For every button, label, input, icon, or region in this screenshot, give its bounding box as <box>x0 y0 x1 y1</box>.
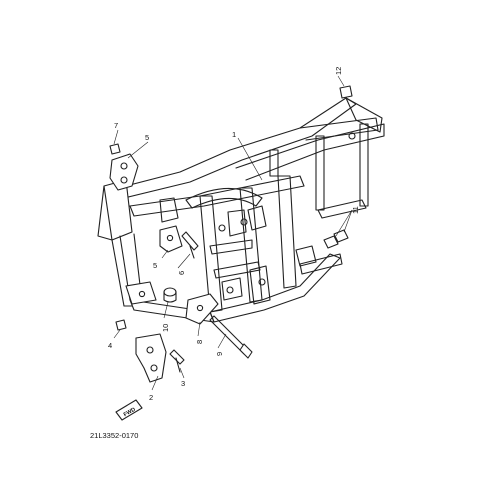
callout-10: 10 <box>161 324 170 332</box>
diagram-code: 21L3352-0170 <box>90 431 138 440</box>
leader-lines <box>113 75 353 391</box>
bolt-9 <box>209 315 253 359</box>
engine-bracket-upper <box>109 153 139 191</box>
engine-mount-bracket <box>125 281 167 383</box>
callout-9: 9 <box>215 352 224 356</box>
nuts-11 <box>323 229 349 249</box>
main-frame <box>97 97 385 323</box>
bolt-6 <box>181 231 199 259</box>
callout-12: 12 <box>334 67 343 75</box>
callout-4: 4 <box>108 341 112 350</box>
callout-5-lower: 5 <box>153 261 157 270</box>
fwd-arrow-icon: FWD <box>115 399 143 421</box>
nut-4 <box>115 319 127 331</box>
bracket-8 <box>185 293 219 325</box>
callout-8: 8 <box>195 340 204 344</box>
fwd-label: FWD <box>123 407 137 418</box>
engine-bracket-lower <box>159 225 183 253</box>
callout-6: 6 <box>177 271 186 275</box>
collar-10 <box>163 287 177 303</box>
callout-11: 11 <box>351 206 360 214</box>
callout-1: 1 <box>232 130 236 139</box>
bolt-3 <box>169 349 185 373</box>
callout-3: 3 <box>181 379 185 388</box>
callout-5-upper: 5 <box>145 133 149 142</box>
bolt-12 <box>339 85 353 99</box>
callout-7: 7 <box>114 121 118 130</box>
callout-2: 2 <box>149 393 153 402</box>
nut-7 <box>109 143 121 155</box>
